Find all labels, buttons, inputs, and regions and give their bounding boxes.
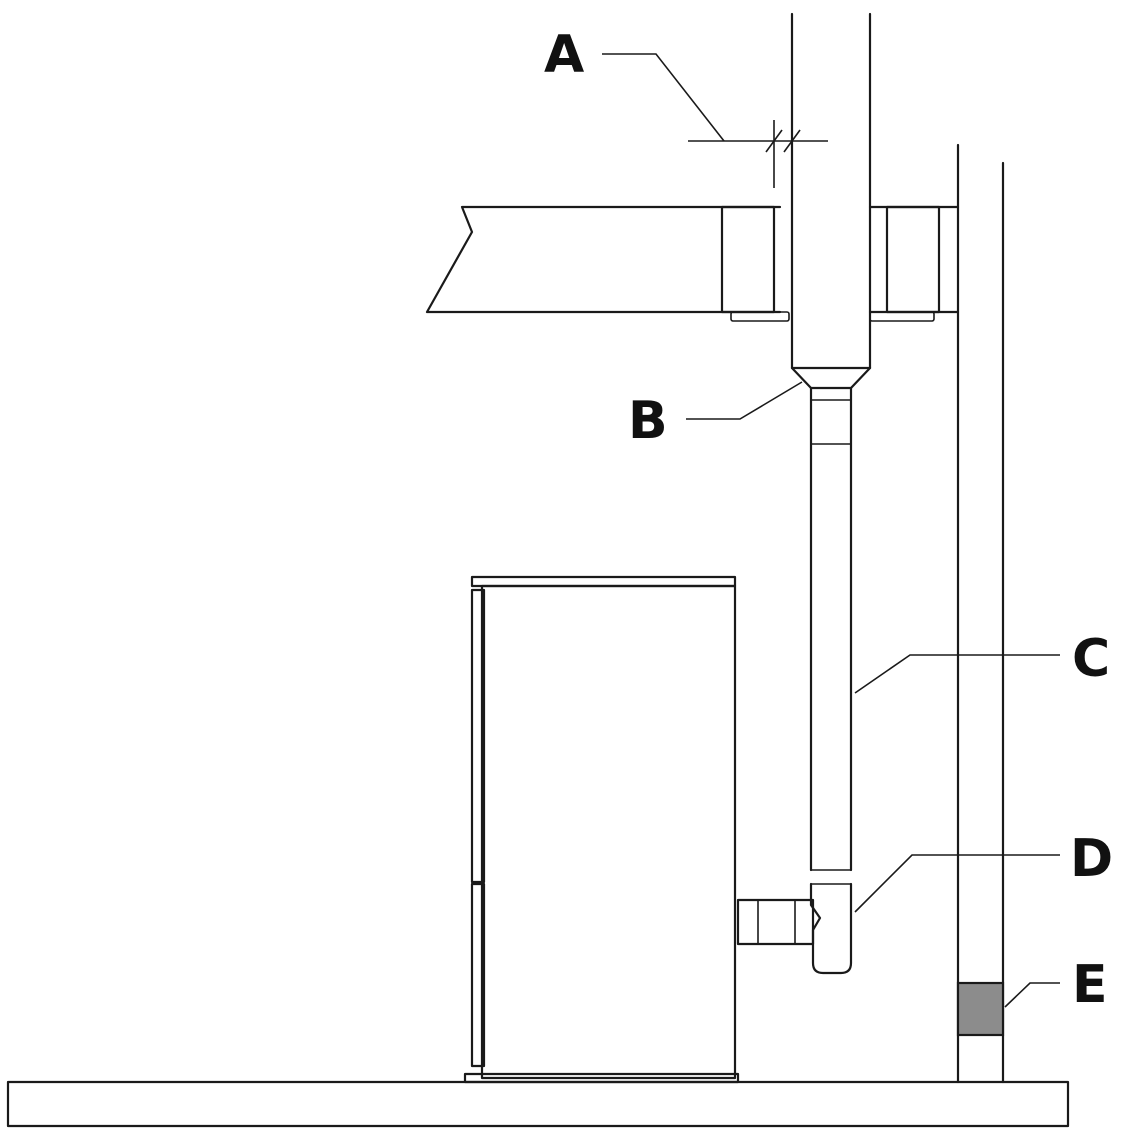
leader-a — [602, 53, 725, 142]
dimension-tick-1 — [765, 129, 783, 153]
leader-e — [1004, 982, 1060, 1008]
callout-e: E — [1072, 955, 1108, 1015]
horizontal-connector — [736, 898, 815, 946]
framing-block-right — [885, 205, 941, 314]
reducer-b — [790, 366, 872, 390]
appliance-door-bottom — [470, 882, 486, 1068]
leader-d — [854, 854, 1060, 913]
callout-c: C — [1072, 629, 1110, 689]
component-e — [956, 981, 1005, 1037]
flue-pipe-upper — [790, 12, 872, 370]
appliance-door-top — [470, 588, 486, 884]
floor-slab — [6, 1080, 1070, 1128]
trim-plate-right — [869, 311, 935, 322]
callout-a: A — [544, 25, 584, 85]
leader-b — [686, 381, 803, 420]
appliance-body — [480, 584, 737, 1080]
appliance-base — [463, 1072, 740, 1084]
callout-d: D — [1070, 829, 1113, 889]
ceiling-beam-right — [868, 205, 960, 314]
tee-fitting-d — [809, 882, 853, 975]
appliance-top — [470, 575, 737, 588]
ceiling-beam — [425, 205, 782, 314]
framing-block-left — [720, 205, 776, 314]
leader-c — [854, 654, 1060, 694]
trim-plate-left — [730, 311, 790, 322]
vent-pipe-c — [809, 386, 853, 872]
dimension-tick-2 — [783, 129, 801, 153]
callout-b: B — [628, 391, 668, 451]
